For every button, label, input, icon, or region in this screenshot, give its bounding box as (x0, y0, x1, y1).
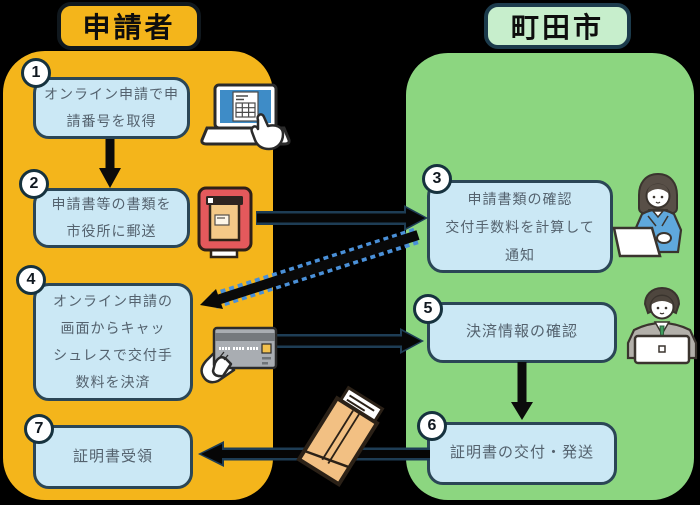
step-6-number: 6 (417, 411, 447, 441)
step-3-number: 3 (422, 164, 452, 194)
step-1-line: 請番号を取得 (66, 113, 157, 129)
step-2-number: 2 (19, 169, 49, 199)
step-1-number: 1 (21, 58, 51, 88)
arrow-step4-to-step5 (262, 328, 424, 354)
step-5-line: 決済情報の確認 (465, 323, 578, 341)
step-5-number: 5 (413, 294, 443, 324)
applicant-lane-header: 申請者 (57, 2, 201, 50)
step-5-box: 決済情報の確認 (427, 302, 617, 363)
step-4-line: シュレスで交付手 (53, 347, 173, 363)
arrow-step2-to-step3 (256, 205, 428, 231)
step-4-line: 数料を決済 (75, 373, 151, 390)
step-1-line: オンライン申請で申 (44, 86, 179, 103)
step-7-line: 証明書受領 (72, 447, 153, 465)
step-4-box: オンライン申請の 画面からキャッ シュレスで交付手 数料を決済 (33, 283, 193, 401)
man-at-laptop-icon (626, 286, 698, 365)
step-3-line: 交付手数料を計算して (445, 218, 595, 235)
woman-at-laptop-icon (612, 172, 683, 258)
step-7-box: 証明書受領 (33, 425, 193, 489)
envelope-icon (296, 385, 385, 488)
step-4-line: 画面からキャッ (60, 320, 166, 337)
mailbox-icon (197, 186, 253, 259)
step-2-line: 市役所に郵送 (66, 223, 157, 239)
laptop-cursor-icon (200, 83, 291, 151)
step-1-box: オンライン申請で申 請番号を取得 (33, 77, 190, 139)
city-lane-title: 町田市 (510, 12, 604, 43)
step-3-line: 申請書類の確認 (467, 190, 573, 207)
step-6-box: 証明書の交付・発送 (427, 422, 617, 485)
step-4-number: 4 (16, 265, 46, 295)
applicant-lane-title: 申請者 (82, 12, 176, 43)
step-6-line: 証明書の交付・発送 (449, 444, 594, 462)
step-7-number: 7 (24, 414, 54, 444)
step-4-line: オンライン申請の (53, 293, 173, 310)
step-2-line: 申請書等の書類を (51, 196, 172, 213)
step-2-box: 申請書等の書類を 市役所に郵送 (33, 188, 190, 248)
step-3-line: 通知 (505, 246, 535, 263)
step-3-box: 申請書類の確認 交付手数料を計算して 通知 (427, 180, 613, 273)
city-lane-header: 町田市 (484, 3, 631, 49)
credit-card-hand-icon (200, 326, 278, 384)
